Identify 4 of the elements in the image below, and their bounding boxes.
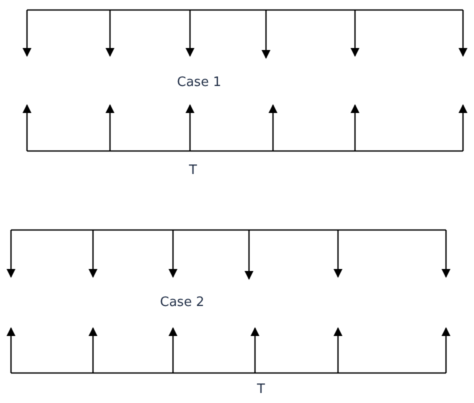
- case-label: T: [257, 383, 265, 396]
- case-label: T: [189, 164, 197, 177]
- case-label: Case 2: [160, 296, 204, 309]
- case-label: Case 1: [177, 76, 222, 89]
